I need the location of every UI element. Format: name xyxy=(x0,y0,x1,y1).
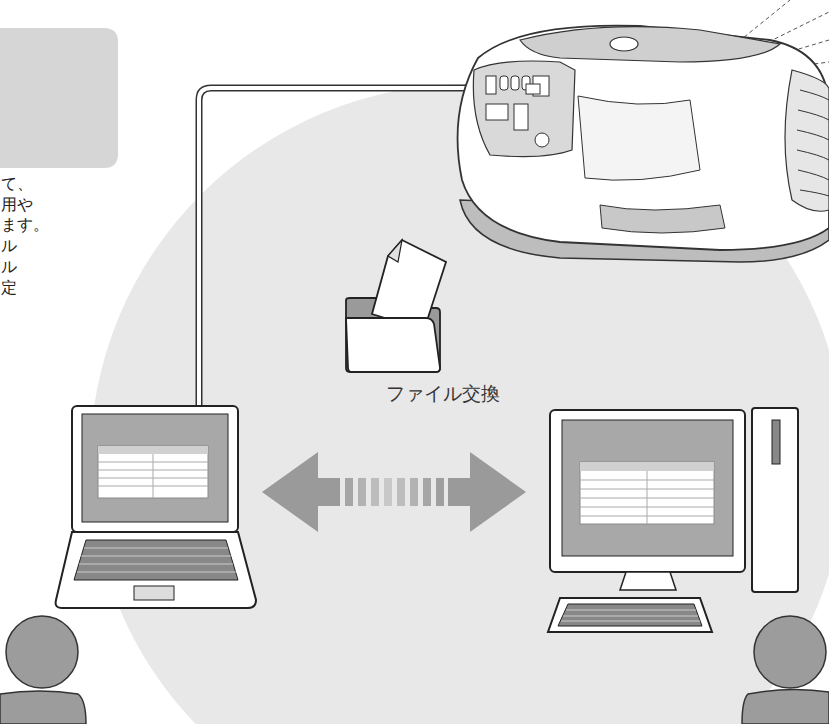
cropped-text-line: て、 xyxy=(1,174,33,194)
exchange-label: ファイル交換 xyxy=(386,381,500,405)
folder-icon xyxy=(346,240,446,372)
projector xyxy=(458,26,829,262)
laptop xyxy=(56,406,256,608)
cropped-text-line: 用や xyxy=(1,195,33,215)
heading-tab xyxy=(0,28,118,168)
people xyxy=(0,616,829,724)
exchange-arrow xyxy=(262,452,526,532)
cropped-text-line: ル xyxy=(1,257,17,277)
cropped-text-line: ます。 xyxy=(1,215,49,235)
desktop-computer xyxy=(548,408,798,632)
cropped-text-line: ル xyxy=(1,236,17,256)
cropped-text-line: 定 xyxy=(1,278,17,298)
